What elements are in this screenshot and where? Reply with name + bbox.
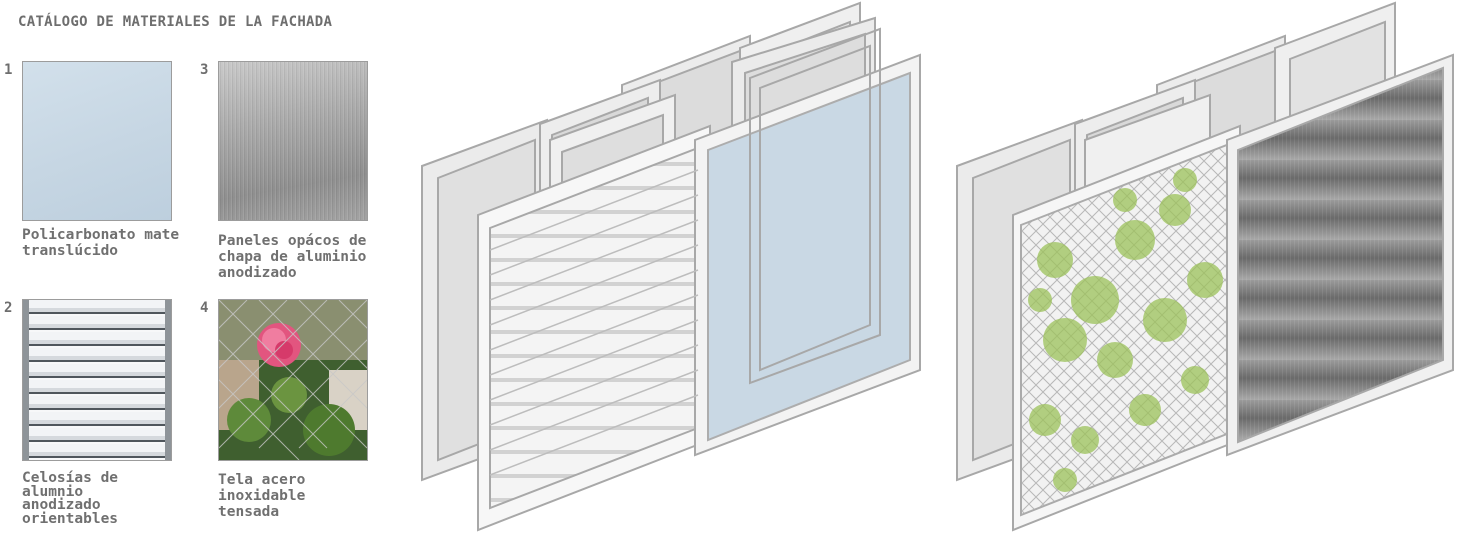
louver-swatch: [22, 299, 172, 461]
material-number-1: 1: [4, 62, 13, 78]
facade-exploded-diagram-left: [421, 1, 921, 532]
material-caption-1: Policarbonato mate translúcido: [22, 227, 180, 259]
material-caption-4: Tela acero inoxidable tensada: [218, 472, 306, 520]
material-caption-2: Celosías de alumnio anodizado orientable…: [22, 470, 119, 527]
aluminium-panel-swatch: [218, 61, 368, 221]
vegetation-layer: [1028, 168, 1223, 492]
material-number-3: 3: [200, 62, 209, 78]
steel-mesh-swatch: [218, 299, 368, 461]
polycarbonate-swatch: [22, 61, 172, 221]
catalog-title: CATÁLOGO DE MATERIALES DE LA FACHADA: [18, 14, 333, 30]
rose-mesh-photo: [219, 300, 367, 460]
material-caption-3: Paneles opácos de chapa de aluminio anod…: [218, 233, 367, 281]
facade-exploded-diagram-right: [956, 1, 1454, 532]
material-number-4: 4: [200, 300, 209, 316]
material-number-2: 2: [4, 300, 13, 316]
